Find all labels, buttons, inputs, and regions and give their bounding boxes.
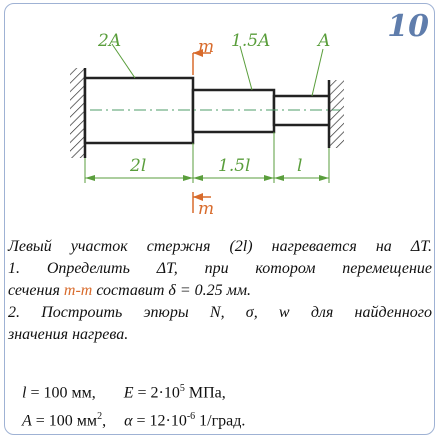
dim-arrow — [85, 175, 95, 181]
text-line-5: значения нагрева. — [8, 326, 129, 343]
length-left-label: 2l — [129, 156, 146, 176]
param-E-unit: МПа, — [184, 384, 226, 402]
bar-diagram: 2A 1.5A A m m 2l 1.5l l — [70, 31, 344, 219]
param-E-exponent: 5 — [179, 383, 185, 394]
section-mm-ref: m-m — [63, 282, 93, 299]
param-row-1: l = 100 мм, E = 2·105 МПа, — [22, 377, 245, 405]
section-bottom-label: m — [198, 199, 214, 219]
problem-text: Левый участок стержня (2l) нагревается н… — [8, 236, 432, 346]
section-top-arrowhead — [193, 49, 203, 57]
param-l-value: = 100 мм, — [26, 384, 96, 402]
leader-right — [311, 48, 324, 97]
text-line-1: Левый участок стержня (2l) нагревается н… — [8, 238, 432, 255]
param-alpha-value: = 12·10 — [132, 412, 187, 430]
segment-middle — [191, 88, 276, 134]
dim-arrow — [264, 175, 274, 181]
param-A-symbol: A — [22, 412, 32, 430]
left-wall-hatch — [70, 68, 84, 158]
param-E-value: = 2·10 — [133, 384, 180, 402]
length-right-label: l — [297, 156, 302, 176]
param-row-2: A = 100 мм2, α = 12·10-6 1/град. — [22, 405, 245, 433]
param-alpha-exponent: -6 — [186, 411, 196, 423]
text-line-3: сечения m-m составит δ = 0.25 мм. — [8, 280, 432, 302]
section-bottom-arrowhead — [193, 193, 203, 201]
parameters: l = 100 мм, E = 2·105 МПа, A = 100 мм2, α … — [22, 377, 245, 434]
param-l-symbol: l — [22, 384, 27, 402]
dim-arrow — [193, 175, 203, 181]
param-alpha-unit: 1/град. — [195, 412, 246, 430]
param-A-exponent: 2 — [97, 411, 103, 423]
right-wall-hatch — [330, 80, 344, 148]
dim-arrow — [319, 175, 329, 181]
text-line-4: 2. Построить эпюры N, σ, w для найденног… — [8, 304, 432, 321]
section-top-label: m — [198, 37, 214, 57]
param-E-symbol: E — [123, 384, 134, 402]
text-line-2: 1. Определить ΔT, при котором перемещени… — [8, 260, 432, 277]
area-right-label: A — [316, 31, 330, 51]
problem-number: 10 — [387, 9, 429, 44]
leader-middle — [239, 45, 253, 91]
text-line-3-post: составит δ = 0.25 мм. — [92, 282, 252, 299]
param-A-tail: , — [102, 412, 107, 430]
text-line-3-pre: сечения — [8, 282, 64, 299]
area-middle-label: 1.5A — [231, 31, 270, 51]
leader-left — [111, 43, 136, 79]
problem-statement: Левый участок стержня (2l) нагревается н… — [8, 236, 432, 346]
area-left-label: 2A — [97, 31, 121, 51]
length-middle-label: 1.5l — [218, 156, 250, 176]
param-A-value: = 100 мм — [31, 412, 98, 430]
dim-arrow — [274, 175, 284, 181]
param-alpha-symbol: α — [124, 412, 133, 430]
dim-arrow — [183, 175, 193, 181]
